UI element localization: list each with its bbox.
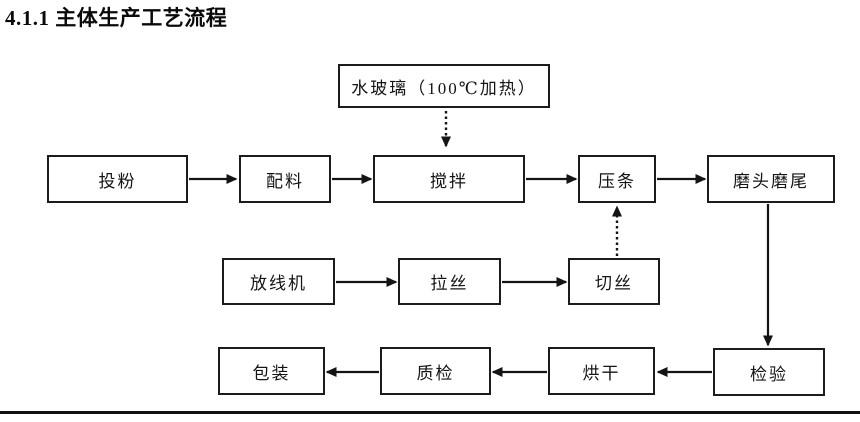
section-heading: 4.1.1 主体生产工艺流程 [5,6,228,30]
node-batching: 配料 [239,155,331,203]
node-pressing-strip: 压条 [578,155,656,203]
node-wire-drawing: 拉丝 [398,258,501,305]
node-powder-feeding: 投粉 [47,155,188,203]
node-stirring: 搅拌 [373,155,525,203]
node-wire-payoff-machine: 放线机 [222,258,335,305]
node-packaging: 包装 [218,347,325,395]
node-drying: 烘干 [548,347,655,395]
node-inspection: 检验 [713,348,825,396]
page-footer-rule [0,411,860,414]
node-grinding-head-tail: 磨头磨尾 [707,155,835,203]
node-quality-check: 质检 [380,347,491,395]
node-water-glass-heated: 水玻璃（100℃加热） [338,64,550,108]
node-wire-cutting: 切丝 [568,258,660,305]
